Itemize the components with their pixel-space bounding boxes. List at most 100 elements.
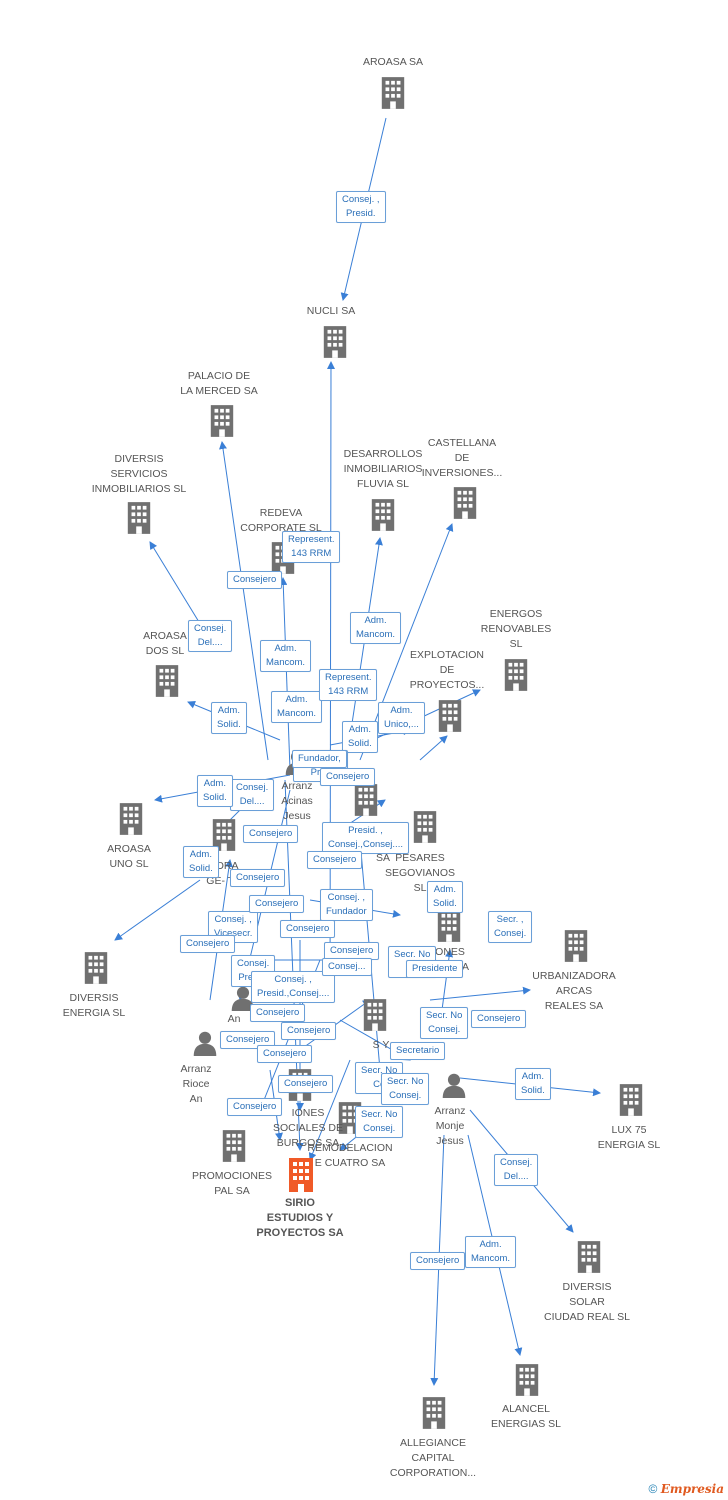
company-label[interactable]: ENERGOS RENOVABLES SL [480, 608, 552, 650]
relation-edge [114, 879, 201, 941]
relation-role-label[interactable]: Secr. No Consej. [381, 1073, 430, 1105]
company-building-icon[interactable] [155, 665, 179, 697]
relation-role-label[interactable]: Adm. Mancom. [271, 691, 323, 723]
company-building-icon[interactable] [363, 999, 387, 1031]
company-label[interactable]: AROASA SA [362, 56, 424, 68]
relation-role-label[interactable]: Consejero [227, 571, 283, 589]
company-label[interactable]: DESARROLLOS INMOBILIARIOS FLUVIA SL [343, 448, 423, 490]
relation-role-label[interactable]: Consejero [243, 825, 299, 843]
relation-role-label[interactable]: Presid. , Consej.,Consej.... [322, 822, 409, 854]
company-building-icon[interactable] [381, 77, 405, 109]
relation-role-label[interactable]: Presidente [406, 960, 464, 978]
company-label[interactable]: PALACIO DE LA MERCED SA [180, 370, 258, 397]
relation-role-label[interactable]: Consej. Del.... [494, 1154, 539, 1186]
person-label[interactable]: Arranz Rioce An [180, 1063, 212, 1105]
relation-role-label[interactable]: Adm. Mancom. [260, 640, 312, 672]
company-building-icon[interactable] [437, 910, 461, 942]
relation-role-label[interactable]: Secr. , Consej. [488, 911, 533, 943]
company-label[interactable]: AROASA DOS SL [143, 630, 187, 657]
company-label[interactable]: DIVERSIS ENERGIA SL [62, 992, 126, 1019]
company-label[interactable]: URBANIZADORA ARCAS REALES SA [532, 970, 616, 1012]
company-label[interactable]: SIRIO ESTUDIOS Y PROYECTOS SA [256, 1197, 344, 1239]
company-label[interactable]: SA [375, 852, 391, 864]
company-label[interactable]: DIVERSIS SERVICIOS INMOBILIARIOS SL [91, 453, 187, 495]
relation-role-label[interactable]: Fundador, [292, 750, 347, 768]
company-building-icon[interactable] [577, 1241, 601, 1273]
relation-role-label[interactable]: Consejero [307, 851, 363, 869]
relation-role-label[interactable]: Adm. Mancom. [465, 1236, 517, 1268]
company-label[interactable]: PROMOCIONES PAL SA [192, 1170, 272, 1197]
company-label[interactable]: ALLEGIANCE CAPITAL CORPORATION... [389, 1437, 477, 1479]
company-building-icon[interactable] [453, 487, 477, 519]
company-building-icon[interactable] [619, 1084, 643, 1116]
company-label[interactable]: LUX 75 ENERGIA SL [597, 1124, 661, 1151]
company-building-icon[interactable] [323, 326, 347, 358]
relation-role-label[interactable]: Consej. , Presid.,Consej.... [251, 971, 336, 1003]
company-building-icon[interactable] [84, 952, 108, 984]
relation-role-label[interactable]: Consejero [471, 1010, 527, 1028]
person-icon[interactable] [193, 1031, 217, 1056]
relation-role-label[interactable]: Consej... [322, 958, 372, 976]
relation-role-label[interactable]: Consejero [230, 869, 286, 887]
company-label[interactable]: DIVERSIS SOLAR CIUDAD REAL SL [544, 1281, 630, 1323]
relation-role-label[interactable]: Consejero [249, 895, 305, 913]
relation-role-label[interactable]: Consejero [250, 1004, 306, 1022]
company-label[interactable]: EXPLOTACION DE PROYECTOS... [409, 649, 485, 691]
relation-role-label[interactable]: Adm. Mancom. [350, 612, 402, 644]
company-building-icon[interactable] [354, 784, 378, 816]
company-building-icon[interactable] [371, 499, 395, 531]
company-building-icon[interactable] [515, 1364, 539, 1396]
relation-role-label[interactable]: Consej. , Presid. [336, 191, 386, 223]
relation-role-label[interactable]: Adm. Solid. [427, 881, 463, 913]
relation-role-label[interactable]: Consejero [280, 920, 336, 938]
relation-role-label[interactable]: Consejero [180, 935, 236, 953]
company-label[interactable]: NUCLI SA [306, 305, 356, 317]
relation-role-label[interactable]: Consejero [220, 1031, 276, 1049]
relation-role-label[interactable]: Secretario [390, 1042, 446, 1060]
relation-role-label[interactable]: Consej. Del.... [230, 779, 275, 811]
relation-role-label[interactable]: Consej. Del.... [188, 620, 233, 652]
relation-edge [308, 1059, 351, 1161]
company-building-icon[interactable] [127, 502, 151, 534]
relation-role-label[interactable]: Adm. Solid. [515, 1068, 551, 1100]
company-label[interactable]: REMODELACION E CUATRO SA [307, 1142, 393, 1169]
brand-logo[interactable]: Empresia [660, 1482, 724, 1496]
relation-role-label[interactable]: Consejero [410, 1252, 466, 1270]
company-label[interactable]: IONES SOCIALES DE BURGOS SA [272, 1107, 344, 1149]
relation-role-label[interactable]: Secr. No Consej. [420, 1007, 469, 1039]
company-building-icon[interactable] [504, 659, 528, 691]
relation-edge [429, 986, 531, 1001]
company-label[interactable]: AROASA UNO SL [107, 843, 151, 870]
relation-role-label[interactable]: Represent. 143 RRM [282, 531, 341, 563]
relation-role-label[interactable]: Adm. Solid. [183, 846, 219, 878]
company-building-icon[interactable] [422, 1397, 446, 1429]
relation-role-label[interactable]: Adm. Solid. [342, 721, 378, 753]
company-building-icon[interactable] [438, 700, 462, 732]
person-label[interactable]: Arranz Acinas Jesus [281, 780, 313, 822]
company-label[interactable]: PESARES SEGOVIANOS SL [384, 852, 456, 894]
footer: © Empresia [649, 1482, 724, 1496]
person-label[interactable]: An [227, 1013, 241, 1025]
company-building-icon[interactable] [413, 811, 437, 843]
relation-role-label[interactable]: Consejero [278, 1075, 334, 1093]
company-building-icon[interactable] [222, 1130, 246, 1162]
relation-role-label[interactable]: Adm. Solid. [197, 775, 233, 807]
relation-role-label[interactable]: Consej. , Fundador [320, 889, 373, 921]
person-label[interactable]: Arranz Monje Jesus [434, 1105, 466, 1147]
company-building-icon[interactable] [119, 803, 143, 835]
relation-edge [219, 441, 269, 761]
company-building-icon[interactable] [210, 405, 234, 437]
relation-role-label[interactable]: Consejero [257, 1045, 313, 1063]
relation-role-label[interactable]: Secr. No Consej. [355, 1106, 404, 1138]
relation-role-label[interactable]: Consejero [320, 768, 376, 786]
company-label[interactable]: ALANCEL ENERGIAS SL [490, 1403, 562, 1430]
company-label[interactable]: S Y [372, 1039, 390, 1051]
relation-role-label[interactable]: Consejero [227, 1098, 283, 1116]
relation-role-label[interactable]: Represent. 143 RRM [319, 669, 378, 701]
relation-role-label[interactable]: Adm. Unico,... [378, 702, 425, 734]
relation-role-label[interactable]: Consejero [281, 1022, 337, 1040]
relation-role-label[interactable]: Adm. Solid. [211, 702, 247, 734]
company-label[interactable]: CASTELLANA DE INVERSIONES... [421, 437, 503, 479]
company-building-icon[interactable] [564, 930, 588, 962]
person-icon[interactable] [442, 1073, 466, 1098]
